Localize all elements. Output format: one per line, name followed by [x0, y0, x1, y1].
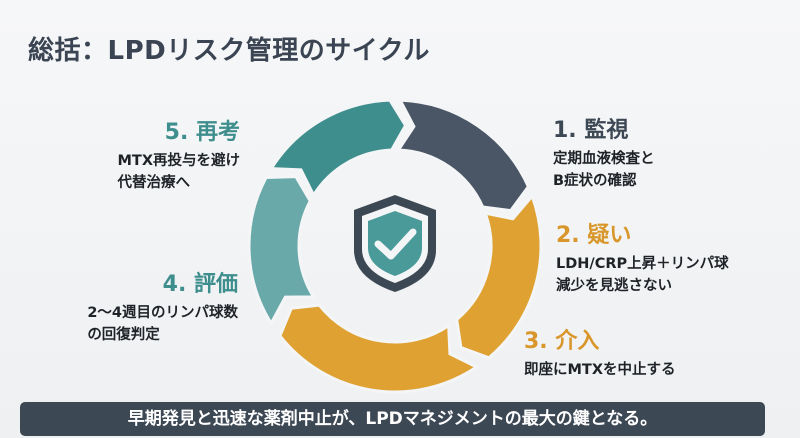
step-suspect: 2. 疑い LDH/CRP上昇＋リンパ球減少を見逃さない — [556, 217, 729, 297]
step-text: B症状の確認 — [553, 173, 637, 189]
step-text: 代替治療へ — [117, 175, 191, 191]
step-intervene: 3. 介入 即座にMTXを中止する — [524, 323, 676, 381]
step-heading: 2. 疑い — [556, 223, 632, 248]
step-reconsider: 5. 再考 MTX再投与を避け代替治療へ — [118, 114, 241, 194]
segment-monitor — [395, 98, 531, 213]
step-heading: 1. 監視 — [553, 118, 629, 143]
step-text: 減少を見逃さない — [556, 278, 672, 294]
segment-intervene — [278, 303, 480, 394]
segment-reconsider — [268, 98, 408, 199]
segment-suspect — [455, 193, 543, 360]
step-heading: 4. 評価 — [162, 272, 238, 297]
segment-evaluate — [247, 175, 317, 327]
step-heading: 3. 介入 — [524, 329, 600, 354]
step-heading: 5. 再考 — [164, 120, 240, 145]
page-title: 総括：LPDリスク管理のサイクル — [28, 36, 430, 66]
step-text: MTX再投与を避け — [117, 153, 241, 169]
step-evaluate: 4. 評価 2〜4週目のリンパ球数の回復判定 — [87, 266, 238, 346]
step-text: 即座にMTXを中止する — [524, 362, 676, 378]
step-text: LDH/CRP上昇＋リンパ球 — [556, 256, 729, 272]
step-monitor: 1. 監視 定期血液検査と B症状の確認 — [553, 112, 655, 192]
step-text: 2〜4週目のリンパ球数 — [87, 305, 238, 321]
step-text: の回復判定 — [87, 327, 160, 343]
summary-banner: 早期発見と迅速な薬剤中止が、LPDマネジメントの最大の鍵となる。 — [20, 402, 765, 436]
shield-check-icon — [354, 195, 436, 292]
step-text: 定期血液検査と — [553, 151, 655, 167]
